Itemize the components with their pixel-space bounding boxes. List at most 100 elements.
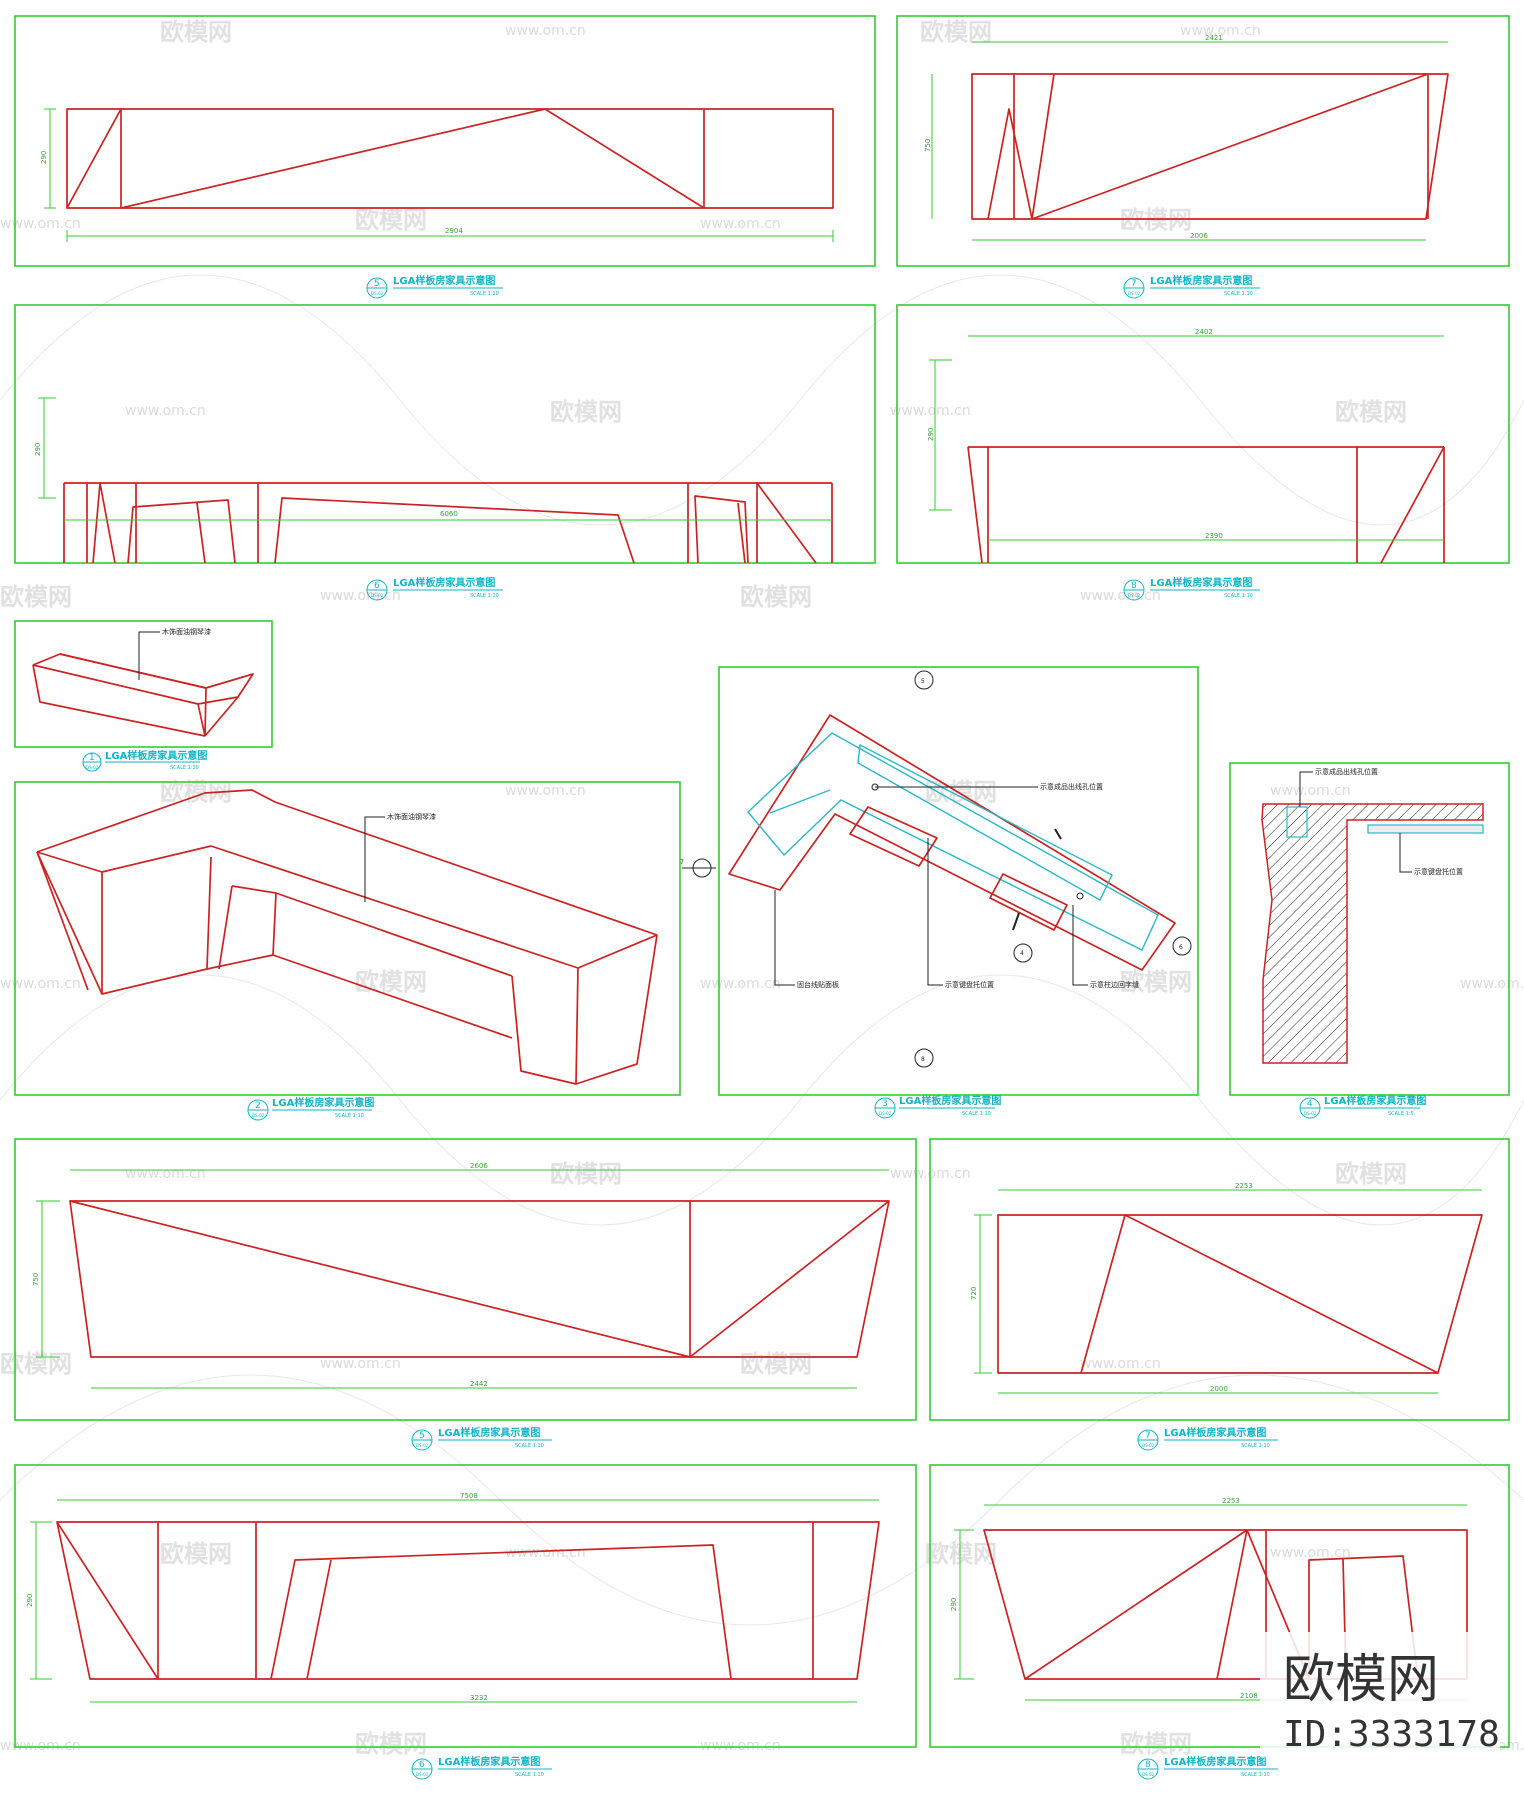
dim-height: 750 <box>924 139 932 152</box>
brand-name: 欧模网 <box>1283 1650 1439 1710</box>
panel-elevation-5-top: 2904 290 5 DS-02 LGA样板房家具示意图 SCALE 1:10 <box>14 15 876 299</box>
watermark-logo: 欧模网 <box>1120 206 1192 234</box>
panel-caption: 3 DS-02 LGA样板房家具示意图 SCALE 1:10 <box>874 1094 1001 1119</box>
watermark-url: www.om.cn <box>0 216 81 232</box>
section-marker: 6 <box>1172 936 1192 956</box>
watermark-logo: 欧模网 <box>1335 398 1407 426</box>
furniture-outline <box>66 108 834 209</box>
caption-number: 5 <box>374 279 380 289</box>
panel-frame <box>929 1138 1510 1421</box>
watermark-url: www.om.cn <box>1460 976 1524 992</box>
panel-caption: 8 DS-02 LGA样板房家具示意图 SCALE 1:10 <box>1137 1755 1278 1780</box>
watermark-logo: 欧模网 <box>1335 1160 1407 1188</box>
caption-sheet: DS-02 <box>1128 593 1141 598</box>
watermark-logo: 欧模网 <box>740 1350 812 1378</box>
marker-label: 5 <box>921 678 925 685</box>
dim-top: 2253 <box>1222 1497 1240 1505</box>
panel-frame <box>14 15 876 267</box>
watermark-logo: 欧模网 <box>925 778 997 806</box>
watermark-url: www.om.cn <box>125 403 206 419</box>
watermark-logo: 欧模网 <box>355 206 427 234</box>
caption-sheet: DS-02 <box>371 593 384 598</box>
dim-height: 720 <box>970 1287 978 1300</box>
panel-elevation-7-top: 2421 2006 750 7 DS-02 LGA样板房家具示意图 SCALE … <box>896 15 1510 299</box>
marker-label: 8 <box>921 1056 925 1063</box>
caption-title: LGA样板房家具示意图 <box>272 1096 374 1109</box>
annotation-text: 木饰面油钢琴漆 <box>387 812 436 821</box>
caption-scale: SCALE 1:10 <box>1241 1443 1270 1449</box>
panel-caption: 7 DS-02 LGA样板房家具示意图 SCALE 1:10 <box>1123 274 1260 299</box>
watermark-logo: 欧模网 <box>0 583 72 611</box>
panel-section-4: 示意成品出线孔位置 示意键盘托位置 4 DS-02 LGA样板房家具示意图 SC… <box>1229 762 1510 1119</box>
caption-sheet: DS-02 <box>1304 1111 1317 1116</box>
caption-title: LGA样板房家具示意图 <box>899 1094 1001 1107</box>
section-marker: 5 <box>914 670 934 690</box>
dim-width: 2108 <box>1240 1692 1258 1700</box>
watermark-layer: 欧模网 欧模网 www.om.cn www.om.cn www.om.cn ww… <box>0 18 1524 1758</box>
watermark-logo: 欧模网 <box>1120 968 1192 996</box>
caption-scale: SCALE 1:30 <box>170 765 199 771</box>
watermark-url: www.om.cn <box>320 588 401 604</box>
panel-frame <box>929 1464 1510 1748</box>
caption-number: 7 <box>1131 279 1137 289</box>
caption-scale: SCALE 1:10 <box>1224 593 1253 599</box>
watermark-url: www.om.cn <box>700 216 781 232</box>
panel-frame <box>896 15 1510 267</box>
watermark-url: www.om.cn <box>1270 783 1351 799</box>
dim-top: 2421 <box>1205 34 1223 42</box>
annotation-text: 示意成品出线孔位置 <box>1040 782 1103 791</box>
cable-hole <box>1286 806 1308 838</box>
panel-caption: 7 DS-02 LGA样板房家具示意图 SCALE 1:10 <box>1137 1426 1278 1451</box>
dim-top: 2606 <box>470 1162 488 1170</box>
watermark-logo: 欧模网 <box>925 1540 997 1568</box>
annotation-text: 示意键盘托位置 <box>945 980 994 989</box>
caption-sheet: DS-02 <box>416 1443 429 1448</box>
caption-scale: SCALE 1:10 <box>515 1772 544 1778</box>
dim-width: 2000 <box>1210 1385 1228 1393</box>
dim-width: 6060 <box>440 510 458 518</box>
dim-height: 750 <box>32 1273 40 1286</box>
watermark-url: www.om.cn <box>1180 23 1261 39</box>
panel-isometric-1: 木饰面油钢琴漆 1 DS-02 LGA样板房家具示意图 SCALE 1:30 <box>14 620 273 772</box>
furniture-outline <box>728 714 1176 971</box>
dim-height: 290 <box>34 443 42 456</box>
caption-title: LGA样板房家具示意图 <box>1164 1755 1266 1768</box>
caption-scale: SCALE 1:10 <box>470 291 499 297</box>
watermark-url: www.om.cn <box>1270 1545 1351 1561</box>
caption-title: LGA样板房家具示意图 <box>1150 274 1252 287</box>
panel-caption: 4 DS-02 LGA样板房家具示意图 SCALE 1:5 <box>1299 1094 1426 1119</box>
panel-frame <box>14 1464 917 1748</box>
annotation-text: 木饰面油钢琴漆 <box>162 627 211 636</box>
caption-sheet: DS-02 <box>252 1113 265 1118</box>
caption-number: 5 <box>419 1431 425 1441</box>
panel-frame <box>14 1138 917 1421</box>
panel-elevation-6-lower: 7508 3232 290 6 DS-02 LGA样板房家具示意图 SCALE … <box>14 1464 917 1780</box>
watermark-url: www.om.cn <box>0 976 81 992</box>
dim-height: 290 <box>927 428 935 441</box>
caption-sheet: DS-02 <box>879 1111 892 1116</box>
caption-number: 6 <box>374 581 380 591</box>
dim-width: 2006 <box>1190 232 1208 240</box>
watermark-url: www.om.cn <box>505 783 586 799</box>
watermark-logo: 欧模网 <box>160 18 232 46</box>
inner-outline <box>747 732 1159 951</box>
panel-isometric-2: 木饰面油钢琴漆 7 2 DS-02 LGA样板房家具示意图 SCALE 1:10 <box>14 781 716 1121</box>
caption-sheet: DS-02 <box>86 765 99 770</box>
panel-elevation-5-lower: 2606 2442 750 5 DS-02 LGA样板房家具示意图 SCALE … <box>14 1138 917 1451</box>
watermark-url: www.om.cn <box>0 1738 81 1754</box>
annotation-text: 示意键盘托位置 <box>1414 867 1463 876</box>
caption-number: 6 <box>419 1760 425 1770</box>
dim-width: 2442 <box>470 1380 488 1388</box>
panel-frame <box>896 304 1510 564</box>
caption-scale: SCALE 1:10 <box>1224 291 1253 297</box>
dim-top: 2402 <box>1195 328 1213 336</box>
dim-width: 3232 <box>470 1694 488 1702</box>
furniture-outline <box>56 1521 880 1680</box>
panel-caption: 8 DS-02 LGA样板房家具示意图 SCALE 1:10 <box>1123 576 1260 601</box>
dim-width: 2390 <box>1205 532 1223 540</box>
dim-height: 290 <box>40 151 48 164</box>
caption-scale: SCALE 1:10 <box>1241 1772 1270 1778</box>
watermark-url: www.om.cn <box>1080 588 1161 604</box>
panel-caption: 5 DS-02 LGA样板房家具示意图 SCALE 1:10 <box>366 274 503 299</box>
